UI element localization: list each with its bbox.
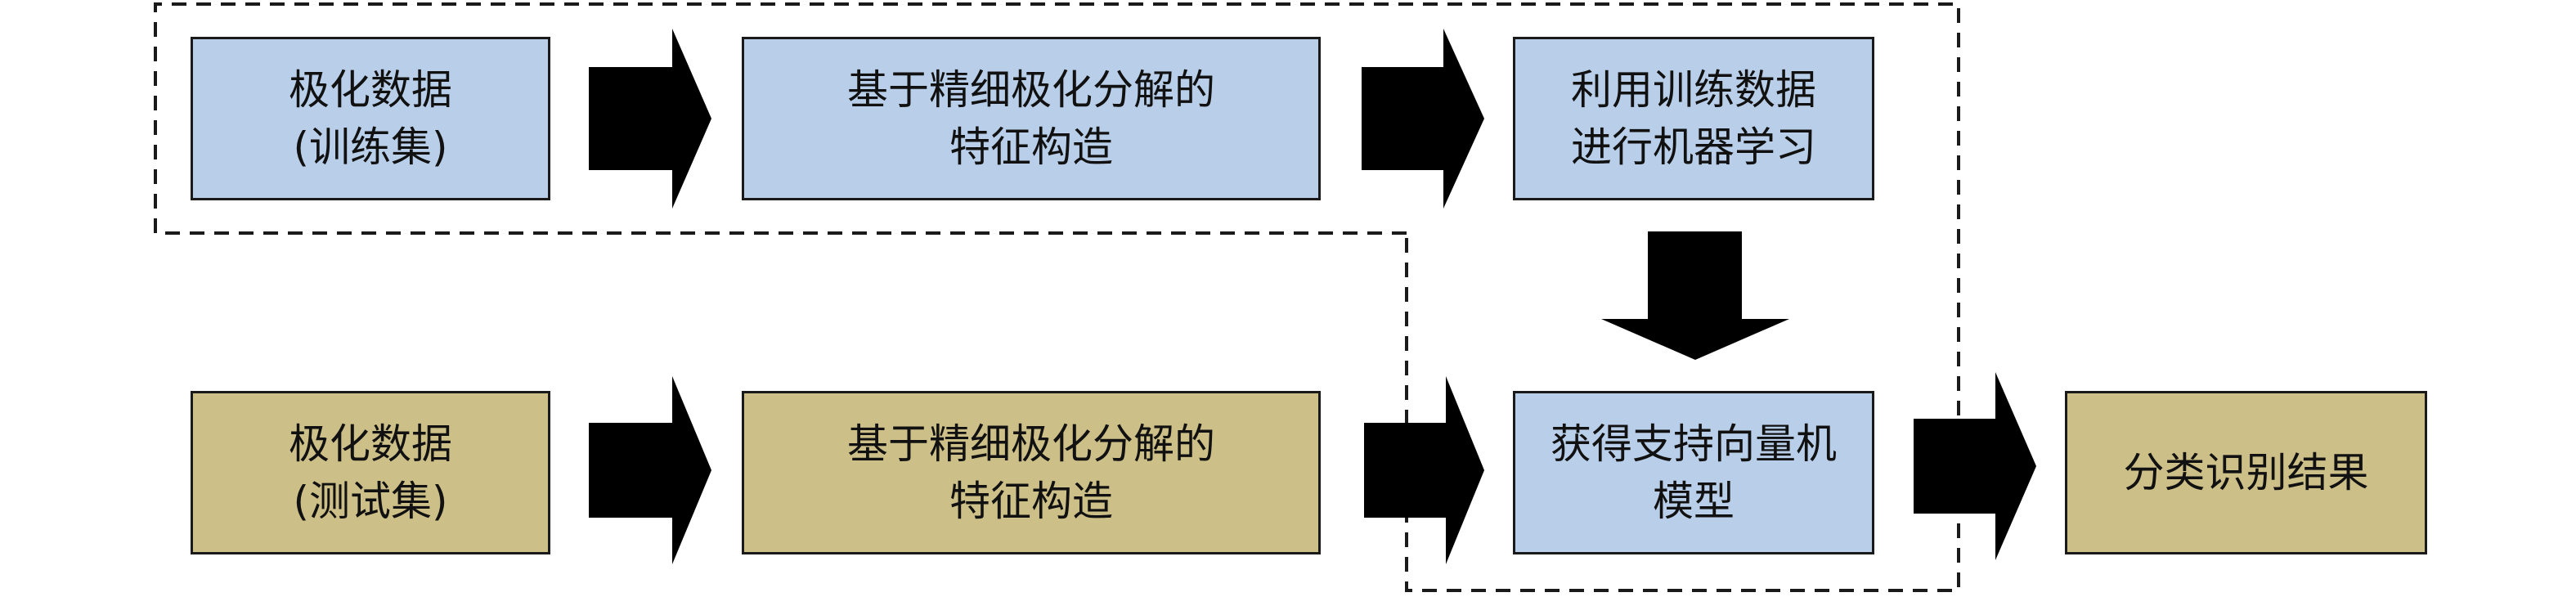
testing-data-label-line1: 极化数据: [289, 420, 452, 468]
classification-result-box: 分类识别结果: [2065, 391, 2427, 554]
classification-result-label: 分类识别结果: [2123, 449, 2369, 496]
right-arrow-training-1: [589, 29, 711, 209]
right-arrow-training-2: [1362, 29, 1484, 209]
testing-feature-label-line1: 基于精细极化分解的: [847, 420, 1215, 468]
svm-model-label-line1: 获得支持向量机: [1551, 420, 1837, 468]
training-data-box: 极化数据 (训练集): [191, 37, 550, 200]
right-arrow-testing-1: [589, 376, 711, 564]
machine-learning-label-line2: 进行机器学习: [1571, 123, 1816, 171]
right-arrow-model-to-result: [1914, 372, 2036, 560]
testing-feature-label-line2: 特征构造: [949, 478, 1113, 525]
training-feature-construction-box: 基于精细极化分解的 特征构造: [742, 37, 1321, 200]
right-arrow-testing-2: [1364, 376, 1484, 564]
training-data-label-line1: 极化数据: [289, 66, 452, 114]
down-arrow-learning-to-model: [1601, 231, 1789, 360]
testing-feature-construction-box: 基于精细极化分解的 特征构造: [742, 391, 1321, 554]
svm-model-label-line2: 模型: [1653, 478, 1735, 525]
testing-data-box: 极化数据 (测试集): [191, 391, 550, 554]
machine-learning-label-line1: 利用训练数据: [1571, 66, 1816, 114]
svm-model-box: 获得支持向量机 模型: [1513, 391, 1874, 554]
testing-data-label-line2: (测试集): [293, 478, 448, 525]
training-feature-label-line1: 基于精细极化分解的: [847, 66, 1215, 114]
training-feature-label-line2: 特征构造: [949, 123, 1113, 171]
training-phase-outline: [154, 2, 1960, 592]
machine-learning-box: 利用训练数据 进行机器学习: [1513, 37, 1874, 200]
training-data-label-line2: (训练集): [293, 123, 448, 171]
